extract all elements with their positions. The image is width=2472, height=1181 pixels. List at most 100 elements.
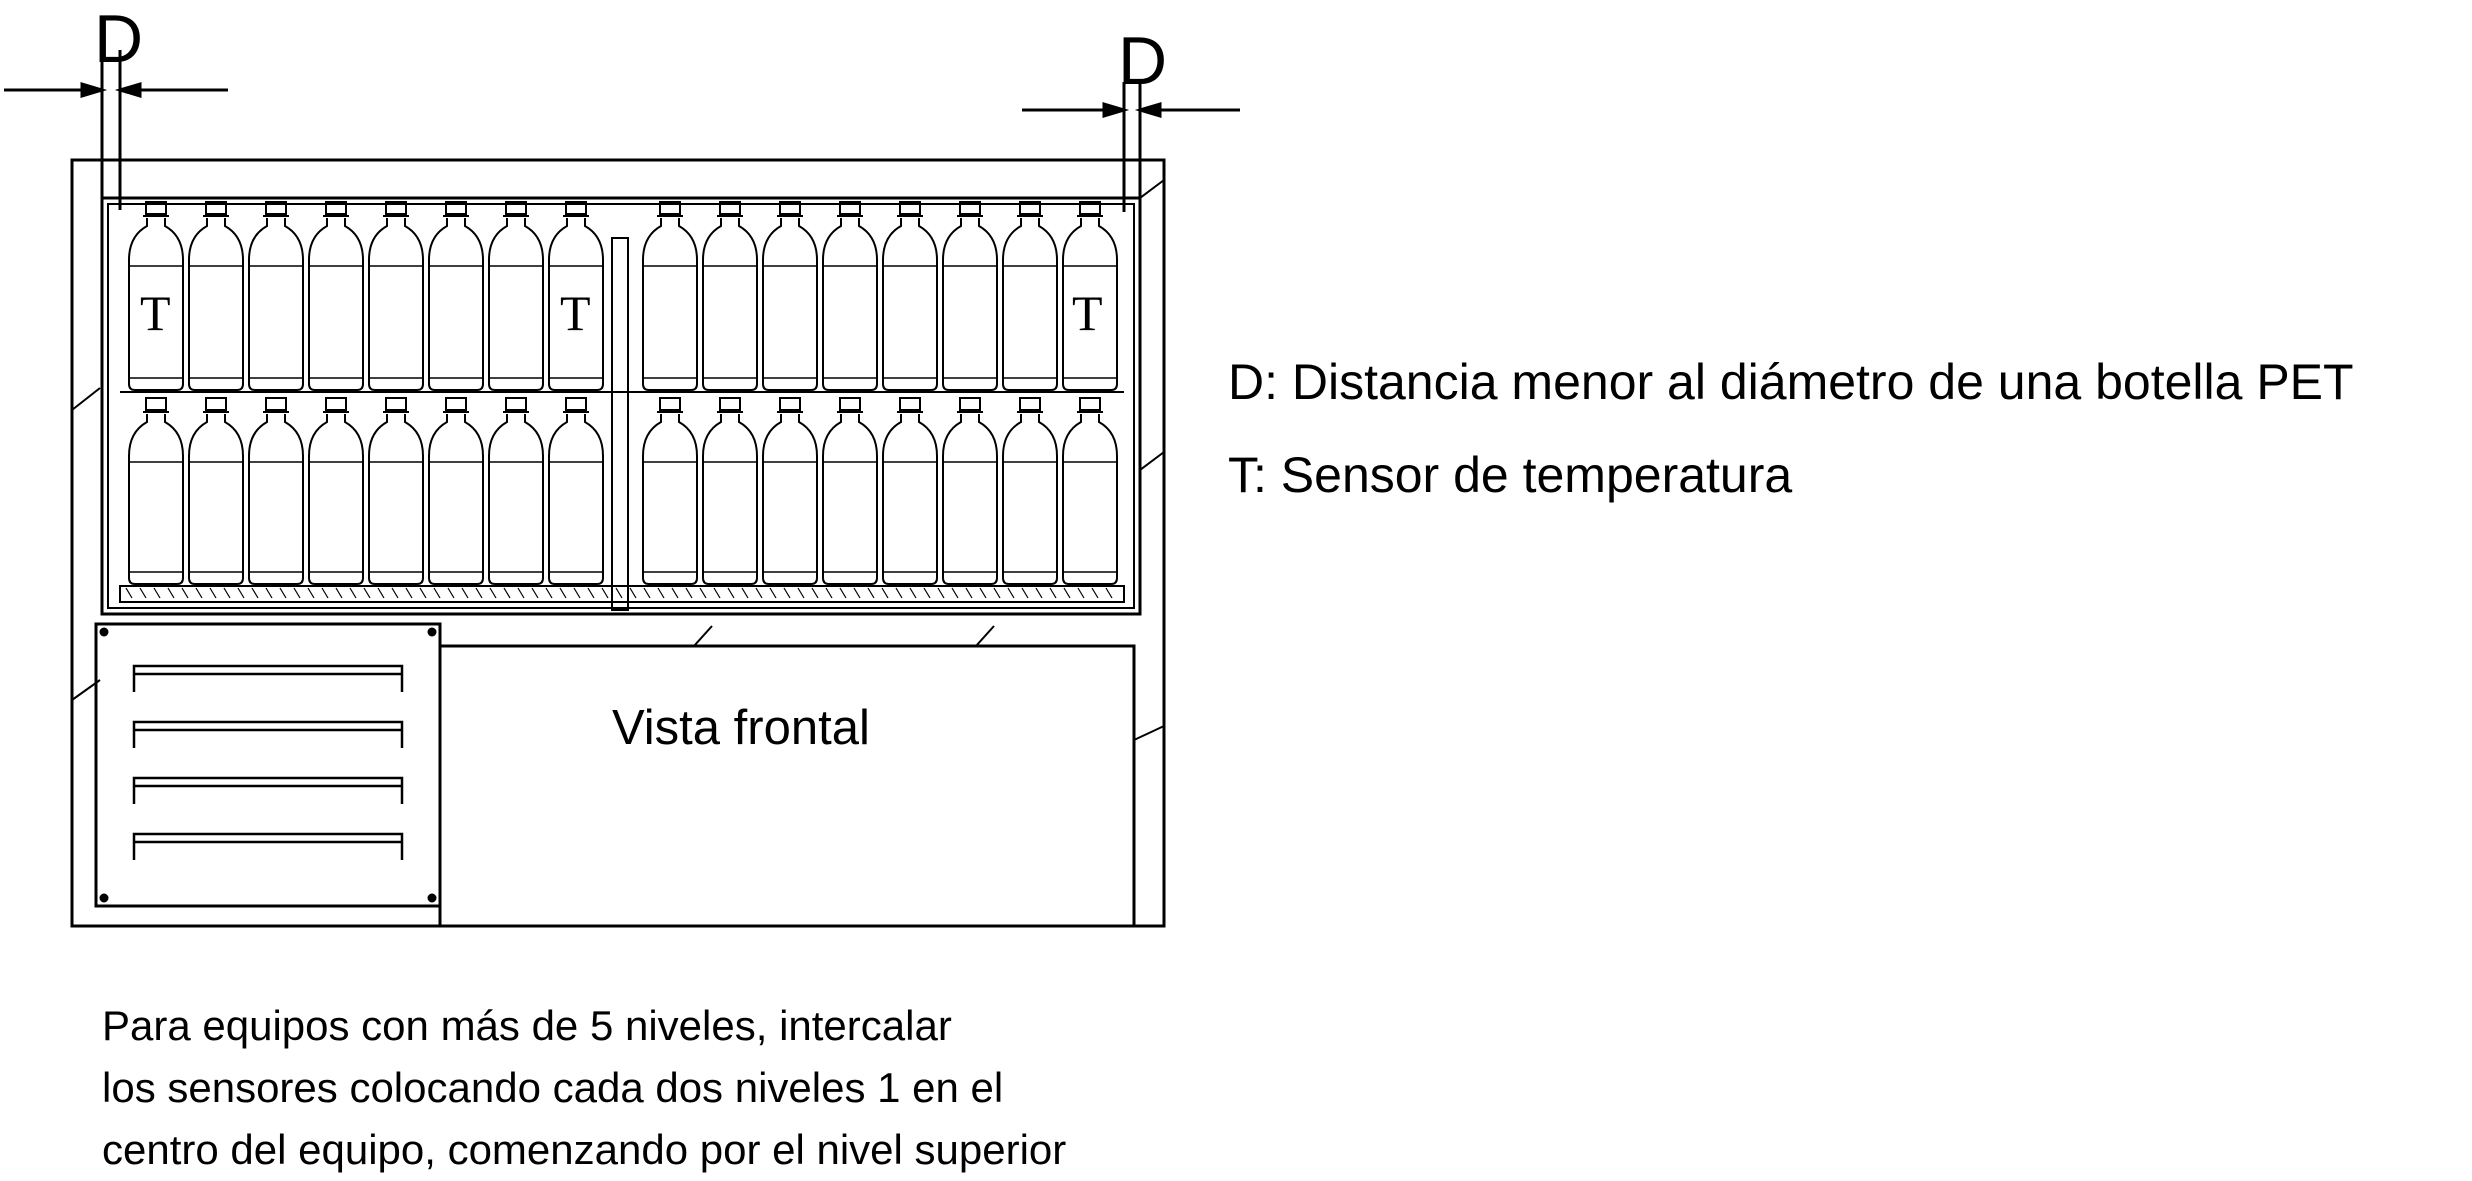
rail-tick <box>965 587 973 599</box>
lower-panel <box>438 644 1136 928</box>
bottle <box>882 201 938 391</box>
rail-tick <box>937 587 945 599</box>
rail-tick <box>713 587 721 599</box>
rail-tick <box>1007 587 1015 599</box>
rail-tick <box>657 587 665 599</box>
rail-tick <box>167 587 175 599</box>
rail-tick <box>279 587 287 599</box>
rail-tick <box>909 587 917 599</box>
vent-slat <box>132 776 404 804</box>
rail-tick <box>769 587 777 599</box>
rail-tick <box>335 587 343 599</box>
rail-tick <box>517 587 525 599</box>
bottle <box>702 397 758 585</box>
rail-tick <box>125 587 133 599</box>
rail-tick <box>1063 587 1071 599</box>
instruction-note: Para equipos con más de 5 niveles, inter… <box>102 995 1066 1181</box>
rail-tick <box>307 587 315 599</box>
bottle <box>488 201 544 391</box>
rail-tick <box>405 587 413 599</box>
rail-tick <box>629 587 637 599</box>
rail-tick <box>447 587 455 599</box>
bottle <box>128 397 184 585</box>
bottle <box>128 201 184 391</box>
note-line: centro del equipo, comenzando por el niv… <box>102 1126 1067 1173</box>
bottle <box>368 397 424 585</box>
bottle <box>188 201 244 391</box>
rail-tick <box>993 587 1001 599</box>
rail-tick <box>545 587 553 599</box>
bottle <box>428 201 484 391</box>
rail-tick <box>1021 587 1029 599</box>
rail-tick <box>181 587 189 599</box>
rail-tick <box>559 587 567 599</box>
rail-tick <box>1077 587 1085 599</box>
rail-tick <box>377 587 385 599</box>
rail-tick <box>573 587 581 599</box>
bottle <box>308 397 364 585</box>
dimension-label-left: D <box>94 1 143 77</box>
bottle <box>642 201 698 391</box>
rail-tick <box>797 587 805 599</box>
bottle <box>248 397 304 585</box>
rail-tick <box>461 587 469 599</box>
bottle <box>822 201 878 391</box>
bottle <box>702 201 758 391</box>
rail-tick <box>1105 587 1113 599</box>
sensor-marker-left: T <box>140 285 171 341</box>
rail-tick <box>419 587 427 599</box>
bottle <box>1062 397 1118 585</box>
rail-tick <box>195 587 203 599</box>
rail-tick <box>531 587 539 599</box>
bottle <box>548 397 604 585</box>
rail-tick <box>503 587 511 599</box>
bottle <box>942 397 998 585</box>
legend-sensor: T: Sensor de temperatura <box>1228 447 1793 503</box>
rail-tick <box>783 587 791 599</box>
vent-slats <box>99 627 437 903</box>
view-label: Vista frontal <box>612 701 870 755</box>
rail-tick <box>1035 587 1043 599</box>
bottle <box>308 201 364 391</box>
rail-tick <box>685 587 693 599</box>
rail-tick <box>951 587 959 599</box>
cabinet-outline <box>70 158 1166 928</box>
rail-tick <box>895 587 903 599</box>
rail-tick <box>615 587 623 599</box>
bottle <box>642 397 698 585</box>
rail-tick <box>223 587 231 599</box>
legend-distance: D: Distancia menor al diámetro de una bo… <box>1228 354 2354 410</box>
rail-tick <box>349 587 357 599</box>
bottle <box>548 201 604 391</box>
vent-panel <box>94 622 442 908</box>
rail-tick <box>265 587 273 599</box>
rail-tick <box>881 587 889 599</box>
center-divider <box>611 237 629 611</box>
rail-tick <box>741 587 749 599</box>
bottle <box>822 397 878 585</box>
rail-tick <box>671 587 679 599</box>
rail-tick <box>853 587 861 599</box>
bottles-bottom-row <box>125 397 1118 599</box>
rail-tick <box>601 587 609 599</box>
screw-dot <box>427 627 437 637</box>
vent-slat <box>132 832 404 860</box>
bottle <box>942 201 998 391</box>
rail-tick <box>293 587 301 599</box>
bottle <box>188 397 244 585</box>
rail-tick <box>587 587 595 599</box>
bottle <box>882 397 938 585</box>
dimension-d-right <box>1022 82 1240 212</box>
bottles-top-row <box>128 201 1118 391</box>
rail-tick <box>643 587 651 599</box>
rail-tick <box>727 587 735 599</box>
sensor-marker-right: T <box>1072 285 1103 341</box>
bottle <box>1002 201 1058 391</box>
bottle <box>1002 397 1058 585</box>
rail-tick <box>923 587 931 599</box>
bottle <box>762 201 818 391</box>
bottle <box>762 397 818 585</box>
bottle <box>368 201 424 391</box>
note-line: los sensores colocando cada dos niveles … <box>102 1064 1004 1111</box>
